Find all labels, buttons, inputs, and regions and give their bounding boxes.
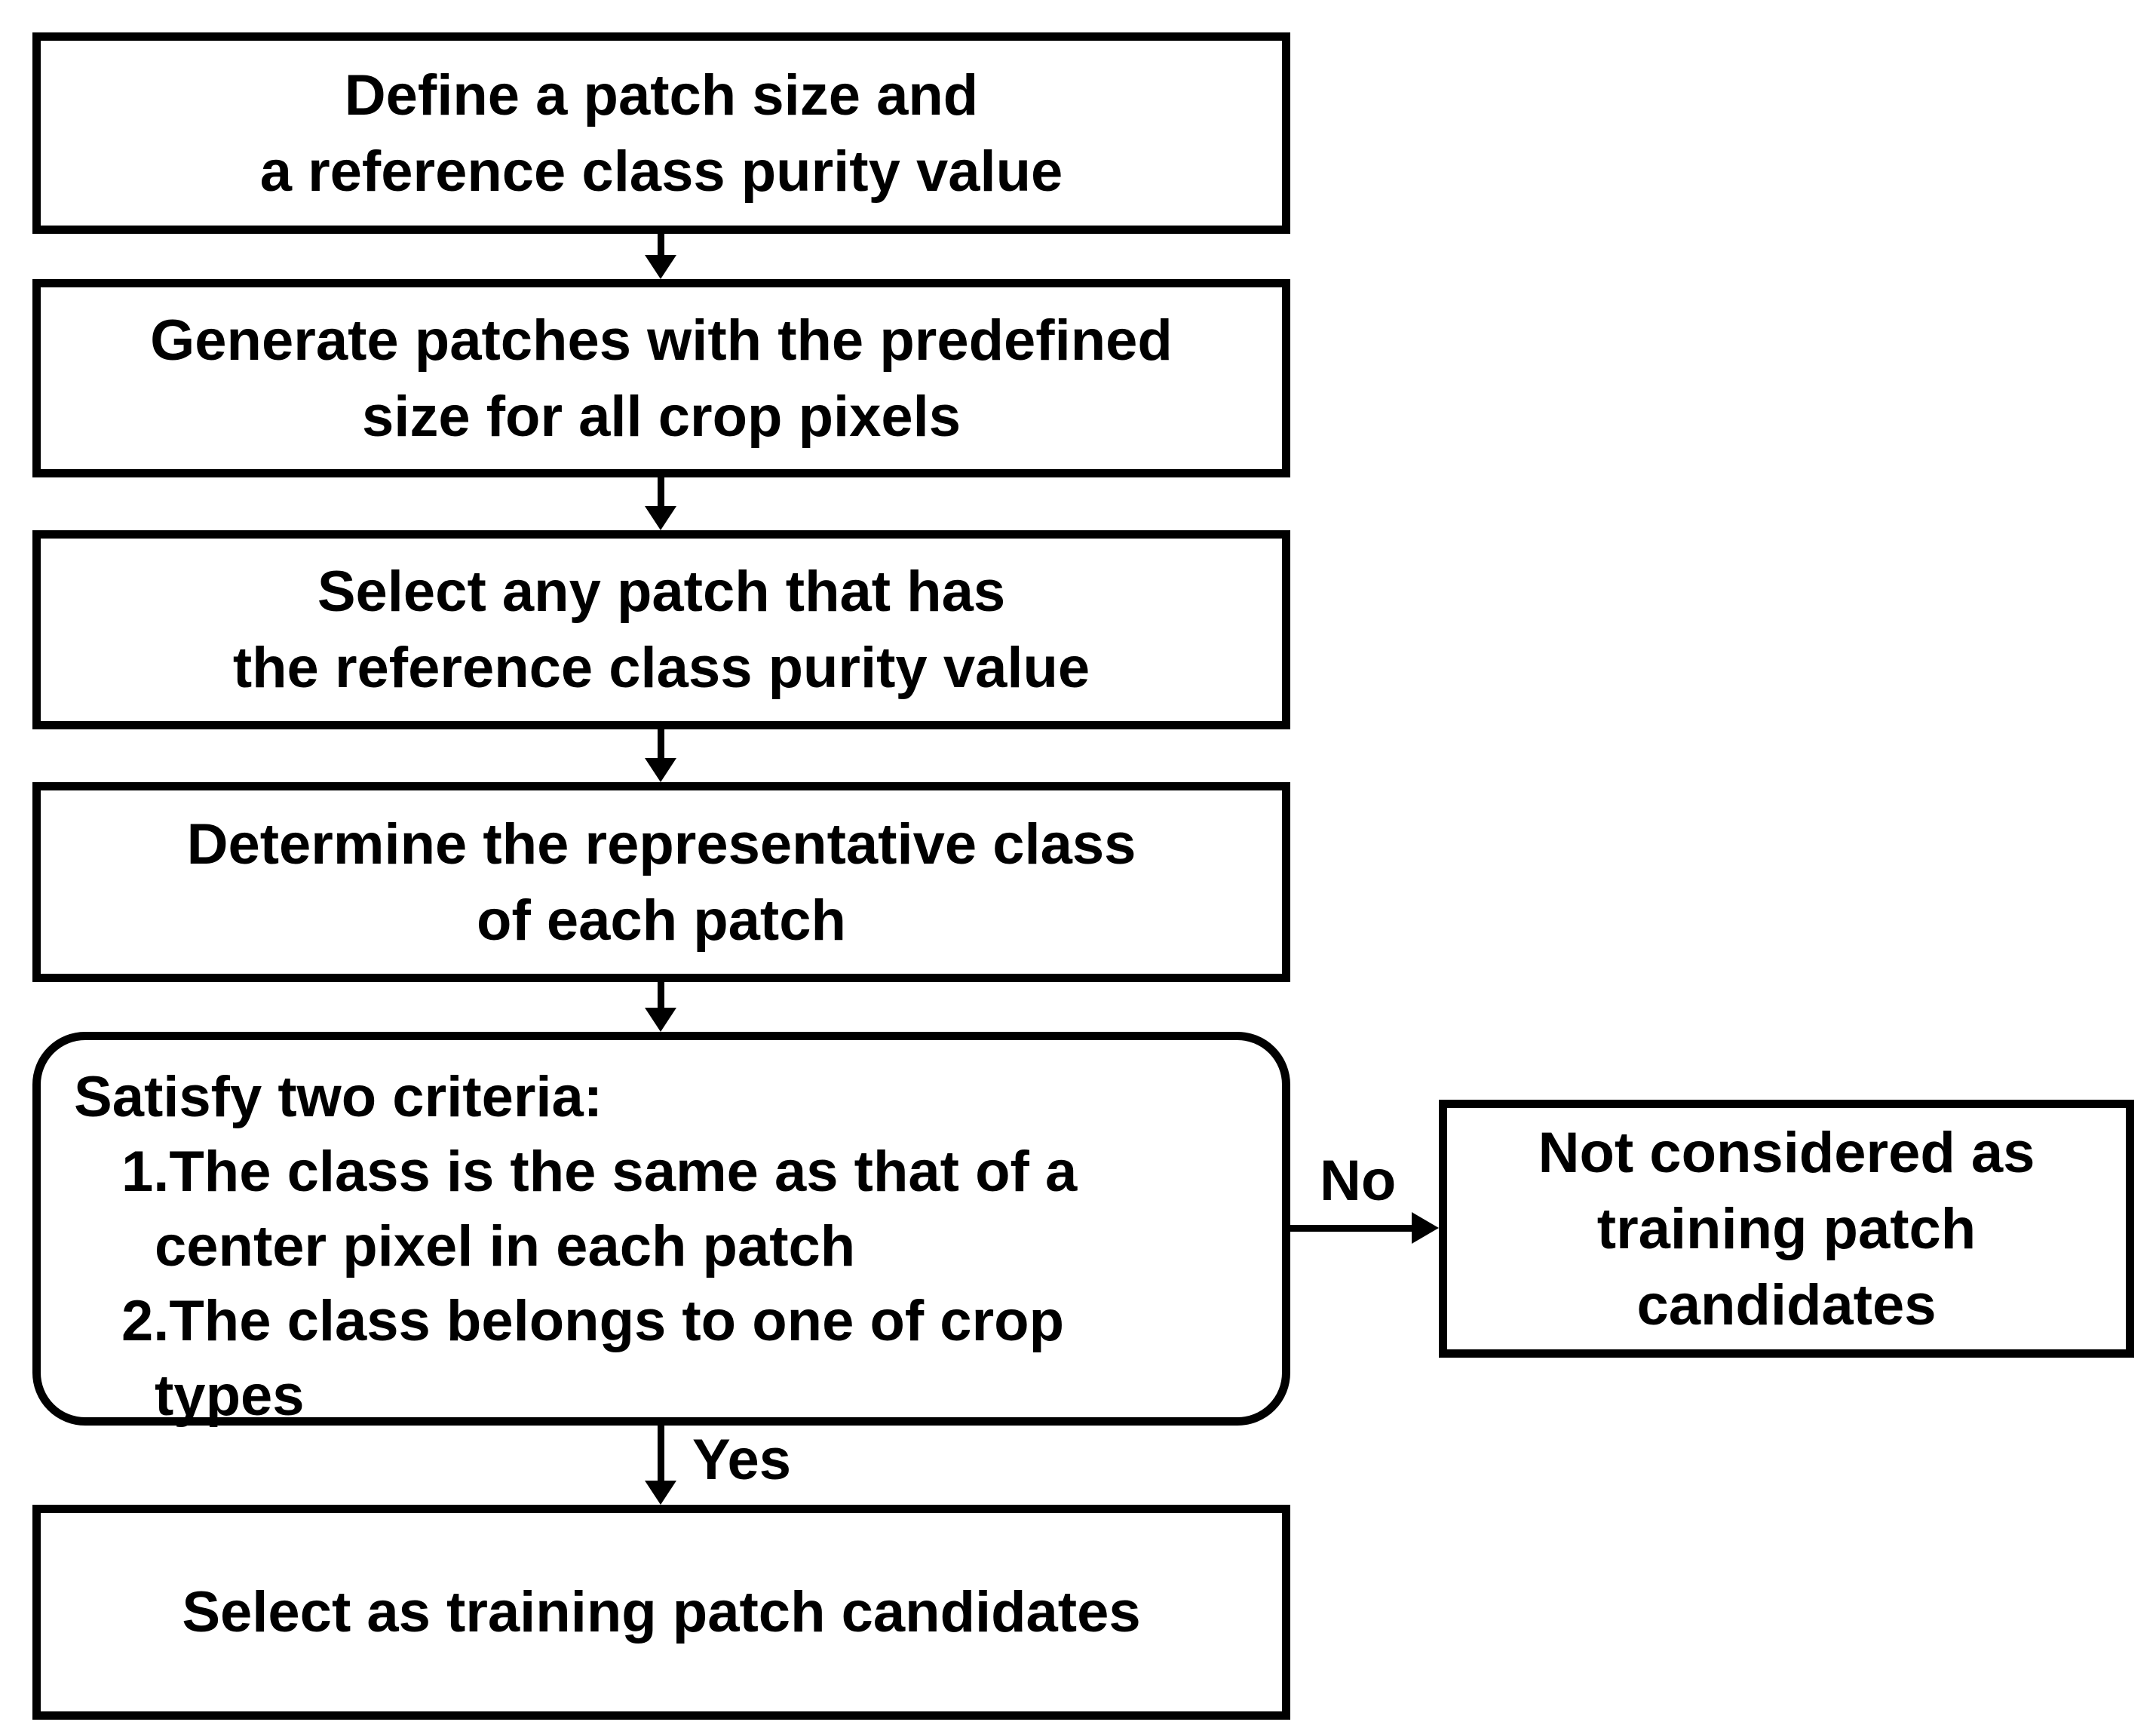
- node-text-line: training patch: [1596, 1196, 1977, 1261]
- node-text-line: the reference class purity value: [232, 636, 1090, 700]
- node-select-candidates: Select as training patch candidates: [32, 1505, 1290, 1720]
- node-text-line: candidates: [1636, 1272, 1937, 1337]
- node-generate-patches: Generate patches with the predefined siz…: [32, 279, 1290, 477]
- node-criteria-decision: Satisfy two criteria: 1.The class is the…: [32, 1032, 1290, 1428]
- node-text-line: Define a patch size and: [344, 63, 979, 127]
- node-text-line: 1.The class is the same as that of a: [121, 1140, 1078, 1204]
- arrow-select-to-determine: [658, 729, 664, 763]
- label-yes: Yes: [692, 1428, 792, 1492]
- node-text-line: Select as training patch candidates: [182, 1580, 1141, 1644]
- arrow-criteria-no: [1290, 1225, 1416, 1232]
- arrow-criteria-yes: [658, 1426, 664, 1485]
- arrow-down-icon: [645, 255, 676, 279]
- arrow-down-icon: [645, 758, 676, 782]
- arrow-down-icon: [645, 1481, 676, 1505]
- arrow-define-to-generate: [658, 234, 664, 259]
- node-text-line: of each patch: [477, 888, 846, 953]
- arrow-down-icon: [645, 1008, 676, 1032]
- node-text-line: size for all crop pixels: [361, 384, 961, 449]
- node-text-line: center pixel in each patch: [155, 1214, 856, 1278]
- arrow-generate-to-select: [658, 477, 664, 511]
- node-text-line: Generate patches with the predefined: [150, 308, 1173, 373]
- node-text-line: Determine the representative class: [186, 812, 1136, 876]
- node-define-patch-size: Define a patch size and a reference clas…: [32, 32, 1290, 234]
- label-no: No: [1320, 1149, 1397, 1213]
- node-not-considered: Not considered as training patch candida…: [1439, 1100, 2134, 1358]
- arrow-down-icon: [645, 506, 676, 530]
- node-determine-class: Determine the representative class of ea…: [32, 782, 1290, 982]
- node-text-line: Satisfy two criteria:: [74, 1065, 603, 1129]
- node-text-line: types: [155, 1364, 305, 1428]
- arrow-determine-to-criteria: [658, 982, 664, 1012]
- arrow-right-icon: [1412, 1212, 1439, 1244]
- node-select-patch: Select any patch that has the reference …: [32, 530, 1290, 729]
- node-text-line: 2.The class belongs to one of crop: [121, 1289, 1064, 1353]
- node-text-line: Select any patch that has: [317, 560, 1006, 624]
- node-text-line: Not considered as: [1538, 1120, 2035, 1185]
- node-text-line: a reference class purity value: [259, 139, 1063, 204]
